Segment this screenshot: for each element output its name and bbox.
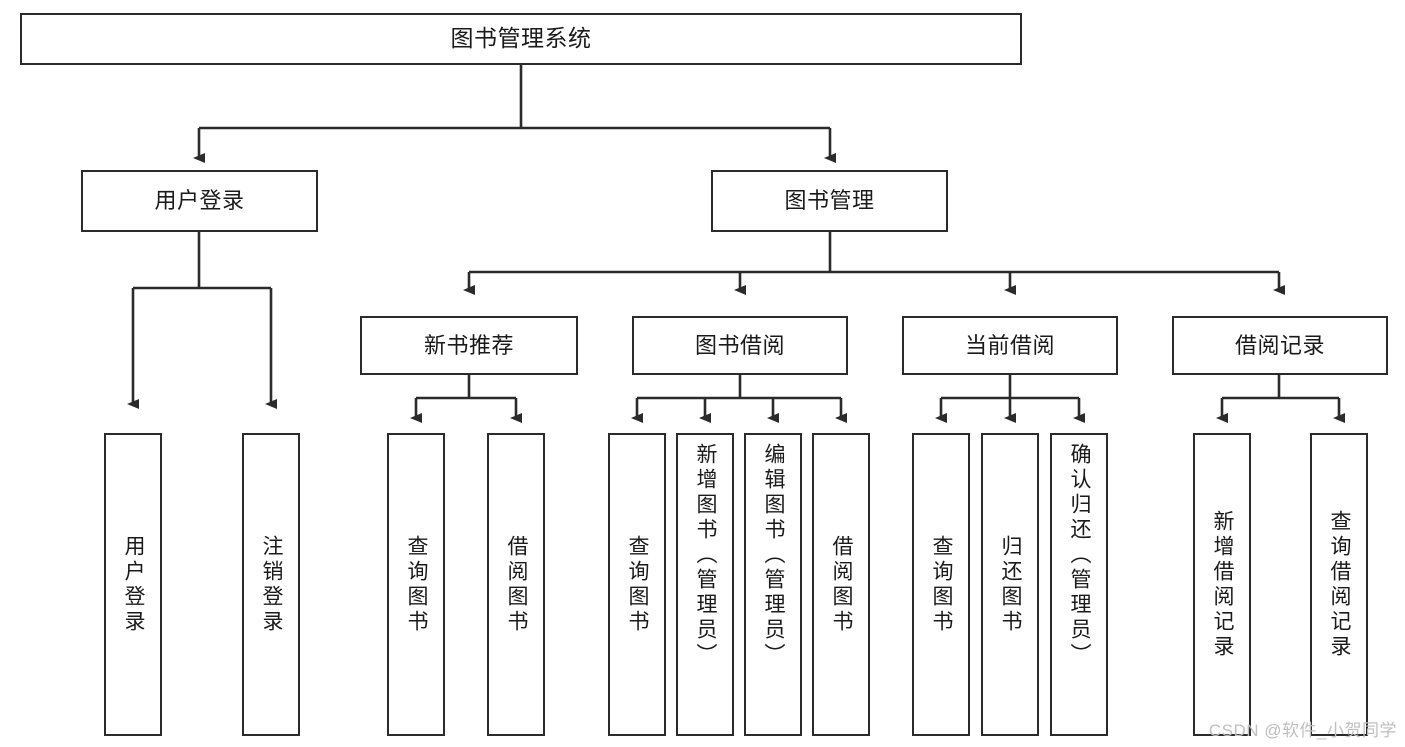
leaf-current-borrow-confirm-return-admin[interactable]: 确认归还（管理员） (1050, 433, 1108, 736)
node-label: 确认归还（管理员） (1068, 443, 1092, 668)
leaf-book-borrow-query-books[interactable]: 查询图书 (608, 433, 666, 736)
node-label: 图书管理系统 (450, 25, 592, 52)
leaf-user-login-signout[interactable]: 注销登录 (242, 433, 300, 736)
leaf-user-login-signin[interactable]: 用户登录 (104, 433, 162, 736)
node-book-management[interactable]: 图书管理 (711, 170, 948, 232)
node-label: 注销登录 (260, 534, 284, 635)
leaf-borrow-record-add-record[interactable]: 新增借阅记录 (1193, 433, 1251, 736)
leaf-current-borrow-return-books[interactable]: 归还图书 (981, 433, 1039, 736)
node-current-borrowing[interactable]: 当前借阅 (902, 316, 1118, 375)
node-label: 编辑图书（管理员） (762, 443, 786, 668)
node-label: 新增图书（管理员） (694, 443, 718, 668)
csdn-watermark: CSDN @软件_小贺同学 (1208, 721, 1397, 740)
node-label: 借阅记录 (1234, 332, 1325, 358)
node-label: 查询借阅记录 (1328, 509, 1352, 660)
leaf-current-borrow-query-books[interactable]: 查询图书 (912, 433, 970, 736)
leaf-new-book-borrow-books[interactable]: 借阅图书 (487, 433, 545, 736)
node-label: 新增借阅记录 (1211, 509, 1235, 660)
node-borrow-records[interactable]: 借阅记录 (1172, 316, 1388, 375)
node-label: 借阅图书 (830, 534, 854, 635)
node-label: 归还图书 (999, 534, 1023, 635)
node-label: 图书管理 (784, 188, 875, 214)
node-label: 查询图书 (626, 534, 650, 635)
node-label: 查询图书 (405, 534, 429, 635)
leaf-book-borrow-borrow-books[interactable]: 借阅图书 (812, 433, 870, 736)
node-label: 新书推荐 (423, 332, 514, 358)
node-root-book-management-system[interactable]: 图书管理系统 (20, 13, 1022, 65)
leaf-borrow-record-query-record[interactable]: 查询借阅记录 (1310, 433, 1368, 736)
node-label: 用户登录 (122, 534, 146, 635)
node-user-login[interactable]: 用户登录 (81, 170, 318, 232)
leaf-book-borrow-edit-book-admin[interactable]: 编辑图书（管理员） (744, 433, 802, 736)
leaf-book-borrow-add-book-admin[interactable]: 新增图书（管理员） (676, 433, 734, 736)
node-label: 查询图书 (930, 534, 954, 635)
leaf-new-book-query-books[interactable]: 查询图书 (387, 433, 445, 736)
node-label: 借阅图书 (505, 534, 529, 635)
node-label: 图书借阅 (694, 332, 785, 358)
node-label: 用户登录 (154, 188, 245, 214)
node-book-borrowing[interactable]: 图书借阅 (632, 316, 848, 375)
node-new-book-recommendation[interactable]: 新书推荐 (360, 316, 578, 375)
node-label: 当前借阅 (964, 332, 1055, 358)
